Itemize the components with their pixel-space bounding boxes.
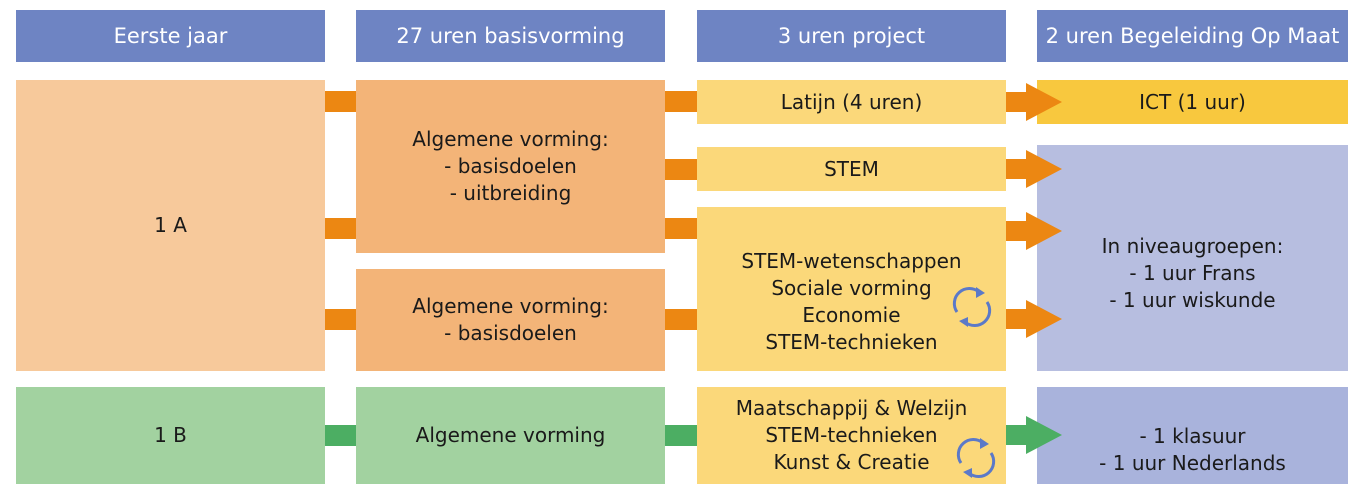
header-basisvorming-label: 27 uren basisvorming bbox=[396, 23, 625, 48]
basis-1a-uitbreiding-box: Algemene vorming: - basisdoelen - uitbre… bbox=[356, 80, 665, 253]
project-rotation-1a-text: STEM-wetenschappen Sociale vorming Econo… bbox=[741, 222, 961, 356]
basis-1a-basisdoelen-line-2: - basisdoelen bbox=[444, 321, 577, 345]
bom-niveaugroepen-line-1: In niveaugroepen: bbox=[1101, 233, 1284, 258]
arrow-rotation-top-to-bom bbox=[1006, 212, 1062, 250]
bom-niveaugroepen-line-2: - 1 uur Frans bbox=[1129, 260, 1256, 285]
rotation-cycle-icon-1a bbox=[952, 287, 992, 327]
project-rotation-1b-line-2: STEM-technieken bbox=[765, 423, 938, 447]
project-rotation-1b-line-1: Maatschappij & Welzijn bbox=[735, 396, 968, 420]
basis-1a-uitbreiding-line-1: Algemene vorming: bbox=[412, 127, 609, 151]
basis-1a-uitbreiding-line-3: - uitbreiding bbox=[449, 181, 572, 205]
arrow-1b-to-bom bbox=[1006, 416, 1062, 454]
connector-1a-basis-top bbox=[325, 91, 356, 112]
connector-basis-stem bbox=[665, 159, 697, 180]
basis-1a-uitbreiding-text: Algemene vorming: - basisdoelen - uitbre… bbox=[412, 126, 608, 207]
basis-1b-box: Algemene vorming bbox=[356, 387, 665, 484]
connector-1a-basis-low bbox=[325, 309, 356, 330]
header-eerste-jaar-label: Eerste jaar bbox=[113, 23, 228, 48]
bom-1b-text: - 1 klasuur - 1 uur Nederlands bbox=[1099, 395, 1286, 477]
bom-1b-box: - 1 klasuur - 1 uur Nederlands bbox=[1037, 387, 1348, 484]
project-latijn-box: Latijn (4 uren) bbox=[697, 80, 1006, 124]
basis-1b-label: Algemene vorming bbox=[415, 423, 606, 447]
connector-basis-1b-project bbox=[665, 425, 697, 446]
bom-niveaugroepen-box: In niveaugroepen: - 1 uur Frans - 1 uur … bbox=[1037, 145, 1348, 371]
bom-ict-label: ICT (1 uur) bbox=[1139, 89, 1246, 114]
connector-basis-rotation-low bbox=[665, 309, 697, 330]
connector-1b-basis bbox=[325, 425, 356, 446]
bom-1b-line-1: - 1 klasuur bbox=[1139, 423, 1246, 448]
header-project-label: 3 uren project bbox=[777, 23, 926, 48]
basis-1a-basisdoelen-box: Algemene vorming: - basisdoelen bbox=[356, 269, 665, 371]
project-stem-box: STEM bbox=[697, 147, 1006, 191]
project-rotation-1a-line-4: STEM-technieken bbox=[765, 330, 938, 354]
project-rotation-1b-box: Maatschappij & Welzijn STEM-technieken K… bbox=[697, 387, 1006, 484]
arrow-latijn-to-ict bbox=[1006, 83, 1062, 121]
project-latijn-label: Latijn (4 uren) bbox=[780, 89, 923, 114]
project-rotation-1a-line-1: STEM-wetenschappen bbox=[741, 249, 962, 273]
group-1a-label: 1 A bbox=[154, 213, 187, 237]
project-rotation-1a-line-2: Sociale vorming bbox=[771, 276, 932, 300]
project-rotation-1b-line-3: Kunst & Creatie bbox=[773, 450, 930, 474]
group-1b-box: 1 B bbox=[16, 387, 325, 484]
arrow-stem-to-bom bbox=[1006, 150, 1062, 188]
connector-1a-basis-mid bbox=[325, 218, 356, 239]
bom-ict-box: ICT (1 uur) bbox=[1037, 80, 1348, 124]
project-rotation-1a-line-3: Economie bbox=[802, 303, 901, 327]
header-basisvorming: 27 uren basisvorming bbox=[356, 10, 665, 62]
basis-1a-basisdoelen-line-1: Algemene vorming: bbox=[412, 294, 609, 318]
rotation-cycle-icon-1b bbox=[956, 438, 996, 478]
header-begeleiding-op-maat-label: 2 uren Begeleiding Op Maat bbox=[1045, 23, 1340, 48]
bom-niveaugroepen-text: In niveaugroepen: - 1 uur Frans - 1 uur … bbox=[1102, 203, 1284, 314]
group-1a-box: 1 A bbox=[16, 80, 325, 371]
project-stem-label: STEM bbox=[824, 156, 879, 181]
header-begeleiding-op-maat: 2 uren Begeleiding Op Maat bbox=[1037, 10, 1348, 62]
basis-1a-uitbreiding-line-2: - basisdoelen bbox=[444, 154, 577, 178]
basis-1a-basisdoelen-text: Algemene vorming: - basisdoelen bbox=[412, 293, 608, 347]
header-project: 3 uren project bbox=[697, 10, 1006, 62]
connector-basis-rotation-top bbox=[665, 218, 697, 239]
arrow-rotation-low-to-bom bbox=[1006, 300, 1062, 338]
project-rotation-1b-text: Maatschappij & Welzijn STEM-technieken K… bbox=[736, 395, 968, 476]
group-1b-label: 1 B bbox=[154, 423, 187, 447]
project-rotation-1a-box: STEM-wetenschappen Sociale vorming Econo… bbox=[697, 207, 1006, 371]
bom-niveaugroepen-line-3: - 1 uur wiskunde bbox=[1109, 287, 1276, 312]
header-eerste-jaar: Eerste jaar bbox=[16, 10, 325, 62]
bom-1b-line-2: - 1 uur Nederlands bbox=[1099, 450, 1286, 475]
connector-basis-latijn bbox=[665, 91, 697, 112]
